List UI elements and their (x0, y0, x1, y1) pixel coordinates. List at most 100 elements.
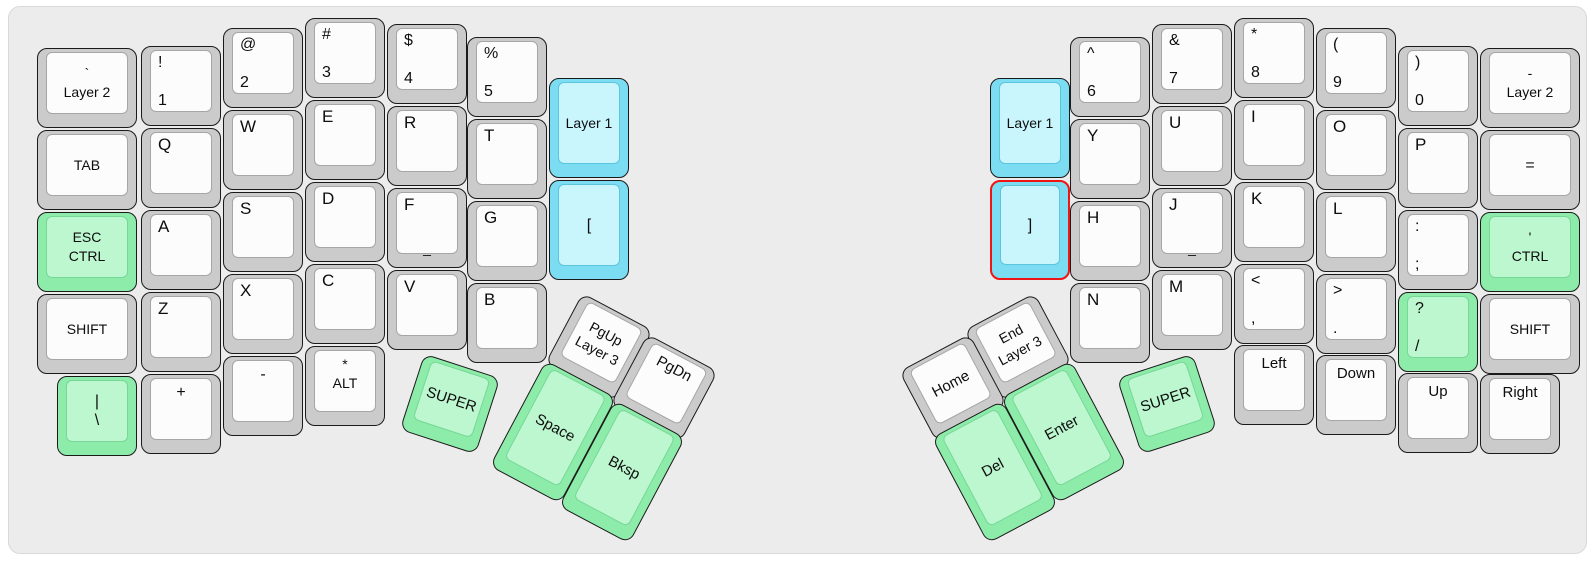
key-tab[interactable]: TAB (37, 130, 137, 210)
key-greater-period[interactable]: >. (1316, 274, 1396, 354)
key-labels: *8 (1248, 25, 1300, 81)
key-hash-3[interactable]: #3 (305, 18, 385, 98)
keycap-top: #3 (314, 22, 376, 84)
keycap-top: SHIFT (1489, 298, 1571, 360)
key-v[interactable]: V (387, 270, 467, 350)
key-label: # (322, 26, 331, 43)
key-amp-7[interactable]: &7 (1152, 24, 1232, 104)
key-labels: ?/ (1412, 299, 1464, 355)
key-i[interactable]: I (1234, 100, 1314, 180)
key-plus[interactable]: + (141, 374, 221, 454)
keycap-top: Z (150, 296, 212, 358)
key-label: Layer 2 (1506, 84, 1554, 100)
key-n[interactable]: N (1070, 283, 1150, 363)
key-backtick-layer2[interactable]: `Layer 2 (37, 48, 137, 128)
homing-indicator: _ (1188, 240, 1196, 256)
key-p[interactable]: P (1398, 128, 1478, 208)
key-h[interactable]: H (1070, 201, 1150, 281)
key-g[interactable]: G (467, 201, 547, 281)
key-quote-ctrl[interactable]: 'CTRL (1480, 212, 1580, 292)
key-k[interactable]: K (1234, 182, 1314, 262)
key-label: F (404, 195, 415, 214)
key-asterisk-8[interactable]: *8 (1234, 18, 1314, 98)
key-f[interactable]: _F (387, 188, 467, 268)
key-label: Enter (1041, 411, 1082, 444)
key-arrow-down[interactable]: Down (1316, 355, 1396, 435)
key-w[interactable]: W (223, 110, 303, 190)
key-labels: TAB (51, 137, 123, 193)
key-shift-right[interactable]: SHIFT (1480, 294, 1580, 374)
keycap-top: $4 (396, 28, 458, 90)
key-left-bracket[interactable]: [ (549, 180, 629, 280)
key-d[interactable]: D (305, 182, 385, 262)
key-minus[interactable]: - (223, 356, 303, 436)
keycap-top: - (232, 360, 294, 422)
key-t[interactable]: T (467, 119, 547, 199)
key-label: ) (1415, 54, 1421, 71)
keycap-top: Layer 1 (999, 82, 1061, 164)
key-caret-6[interactable]: ^6 (1070, 37, 1150, 117)
keycap-top: >. (1325, 278, 1387, 340)
key-paren-0[interactable]: )0 (1398, 46, 1478, 126)
key-asterisk-alt[interactable]: *ALT (305, 346, 385, 426)
key-labels: = (1494, 137, 1566, 193)
key-pipe-backslash[interactable]: |\ (57, 376, 137, 456)
key-o[interactable]: O (1316, 110, 1396, 190)
key-x[interactable]: X (223, 274, 303, 354)
key-arrow-right[interactable]: Right (1480, 374, 1560, 454)
key-r[interactable]: R (387, 106, 467, 186)
key-label: 8 (1251, 64, 1260, 81)
key-labels: Y (1084, 126, 1136, 182)
key-label: Up (1428, 383, 1448, 400)
key-b[interactable]: B (467, 283, 547, 363)
key-at-2[interactable]: @2 (223, 28, 303, 108)
key-label: S (240, 199, 252, 218)
keycap-top: ^6 (1079, 41, 1141, 103)
key-dollar-4[interactable]: $4 (387, 24, 467, 104)
key-l[interactable]: L (1316, 192, 1396, 272)
key-labels: U (1166, 113, 1218, 169)
keycap-top: B (476, 287, 538, 349)
key-question-slash[interactable]: ?/ (1398, 292, 1478, 372)
key-less-comma[interactable]: <, (1234, 264, 1314, 344)
key-right-bracket[interactable]: ] (990, 180, 1070, 280)
key-q[interactable]: Q (141, 128, 221, 208)
key-layer1-right[interactable]: Layer 1 (990, 78, 1070, 178)
key-minus-layer2[interactable]: -Layer 2 (1480, 48, 1580, 128)
key-exclam-1[interactable]: !1 (141, 46, 221, 126)
keycap-top: P (1407, 132, 1469, 194)
key-u[interactable]: U (1152, 106, 1232, 186)
key-label: Y (1087, 126, 1099, 145)
key-label: 7 (1169, 70, 1178, 87)
keycap-top: &7 (1161, 28, 1223, 90)
key-z[interactable]: Z (141, 292, 221, 372)
key-super-left[interactable]: SUPER (399, 353, 501, 455)
key-label: - (260, 366, 266, 383)
key-e[interactable]: E (305, 100, 385, 180)
key-label: , (1251, 310, 1256, 327)
key-c[interactable]: C (305, 264, 385, 344)
key-label: J (1169, 195, 1178, 214)
key-layer1-left[interactable]: Layer 1 (549, 78, 629, 178)
key-s[interactable]: S (223, 192, 303, 272)
keycap-top: @2 (232, 32, 294, 94)
key-label: Del (978, 454, 1007, 481)
key-equals[interactable]: = (1480, 130, 1580, 210)
key-paren-9[interactable]: (9 (1316, 28, 1396, 108)
key-shift-left[interactable]: SHIFT (37, 294, 137, 374)
keycap-top: N (1079, 287, 1141, 349)
key-m[interactable]: M (1152, 270, 1232, 350)
key-label: M (1169, 277, 1184, 296)
key-j[interactable]: _J (1152, 188, 1232, 268)
key-labels: Q (155, 135, 207, 191)
key-label: Layer 2 (63, 84, 111, 100)
key-a[interactable]: A (141, 210, 221, 290)
keycap-top: + (150, 378, 212, 440)
key-colon-semicolon[interactable]: :; (1398, 210, 1478, 290)
key-percent-5[interactable]: %5 (467, 37, 547, 117)
key-arrow-up[interactable]: Up (1398, 373, 1478, 453)
key-arrow-left[interactable]: Left (1234, 345, 1314, 425)
key-y[interactable]: Y (1070, 119, 1150, 199)
key-super-right[interactable]: SUPER (1116, 353, 1218, 455)
